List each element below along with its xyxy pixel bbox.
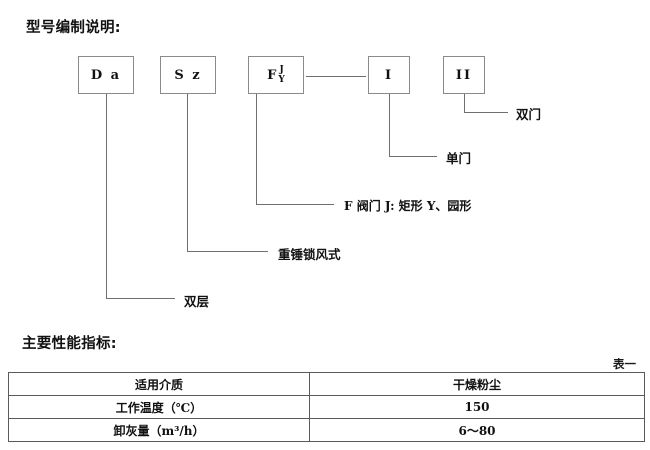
- performance-table: 适用介质 干燥粉尘 工作温度（℃） 150 卸灰量（m³/h） 6～80: [8, 372, 645, 442]
- code-box-i: I: [368, 56, 410, 94]
- leader-da-vertical: [106, 94, 107, 299]
- code-box-i-label: I: [384, 67, 394, 83]
- code-box-f-numerator: J: [279, 64, 284, 75]
- table-cell-label: 卸灰量（m³/h）: [8, 418, 310, 442]
- code-box-f-fraction: J Y: [278, 64, 285, 85]
- leader-f-horizontal: [256, 204, 334, 205]
- leader-da-horizontal: [106, 298, 175, 299]
- leader-sz-horizontal: [187, 251, 268, 252]
- code-box-f: F J Y: [248, 56, 304, 94]
- code-box-da: D a: [78, 56, 134, 94]
- leader-i-horizontal: [389, 156, 437, 157]
- code-box-da-label: D a: [90, 67, 122, 83]
- page-title-model-designation: 型号编制说明:: [26, 20, 121, 36]
- table-row: 适用介质 干燥粉尘: [8, 372, 645, 396]
- table-row: 工作温度（℃） 150: [8, 395, 645, 419]
- table-cell-value: 干燥粉尘: [309, 372, 645, 396]
- table-cell-value: 150: [309, 395, 645, 419]
- page-title-performance: 主要性能指标:: [22, 336, 117, 352]
- table-cell-label: 工作温度（℃）: [8, 395, 310, 419]
- table-row: 卸灰量（m³/h） 6～80: [8, 418, 645, 442]
- label-zhongchui: 重锤锁风式: [278, 247, 341, 262]
- code-box-f-label: F: [267, 67, 277, 83]
- code-box-sz: S z: [160, 56, 216, 94]
- leader-i-vertical: [389, 94, 390, 156]
- code-box-sz-label: S z: [174, 67, 202, 83]
- code-box-f-denominator: Y: [278, 74, 285, 85]
- leader-f-vertical: [256, 94, 257, 205]
- leader-ii-horizontal: [464, 112, 508, 113]
- code-box-f-content: F J Y: [267, 64, 285, 85]
- model-designation-diagram: D a S z F J Y I II 双门 单门 F 阀门 J: 矩形 Y、园形…: [78, 56, 542, 309]
- code-box-ii: II: [443, 56, 485, 94]
- table-caption: 表一: [613, 357, 636, 371]
- connector-dash-f-to-i: [306, 76, 366, 77]
- label-famen: F 阀门 J: 矩形 Y、园形: [344, 199, 472, 213]
- leader-ii-vertical: [464, 94, 465, 113]
- code-box-ii-label: II: [455, 67, 473, 83]
- label-shuangceng: 双层: [184, 294, 210, 309]
- leader-sz-vertical: [187, 94, 188, 252]
- label-shuangmen: 双门: [516, 107, 542, 122]
- label-danmen: 单门: [446, 151, 472, 166]
- table-cell-label: 适用介质: [8, 372, 310, 396]
- table-cell-value: 6～80: [309, 418, 645, 442]
